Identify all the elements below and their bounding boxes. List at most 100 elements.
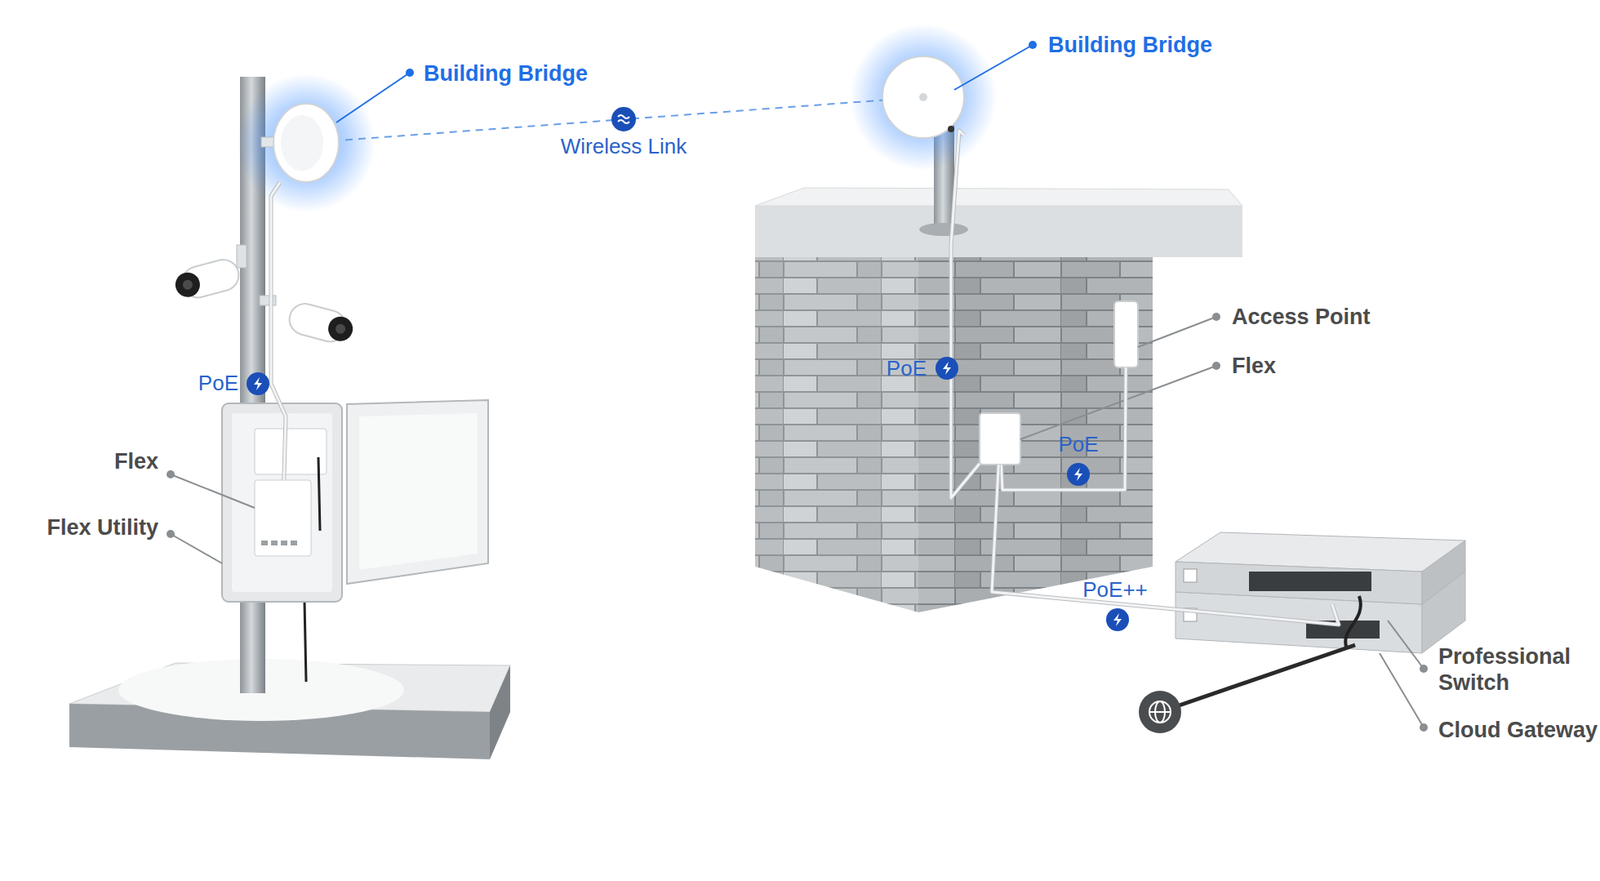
roof-top xyxy=(755,187,1243,206)
power-icon xyxy=(1106,608,1129,632)
icon-circle xyxy=(246,372,270,396)
leader-line xyxy=(336,72,410,123)
device-label: Building Bridge xyxy=(423,60,588,87)
device-label: Access Point xyxy=(1231,303,1371,330)
access-point: Access Point xyxy=(1114,301,1138,368)
bridge-dish xyxy=(882,56,965,138)
leader-line xyxy=(170,533,223,564)
ground-wire xyxy=(304,601,307,682)
internet-globe xyxy=(1138,690,1182,734)
poe-cable xyxy=(1001,367,1127,490)
cable-outline xyxy=(1001,367,1127,490)
connector-label: Wireless Link xyxy=(560,133,688,160)
leader-line xyxy=(1379,653,1424,728)
poe-cable xyxy=(991,464,1339,625)
leader-line xyxy=(954,44,1033,90)
globe-equator xyxy=(1149,711,1171,713)
bridge-dish-face xyxy=(280,115,324,171)
device-label: Flex xyxy=(1231,352,1276,379)
bridge-glow xyxy=(849,23,997,171)
camera-body xyxy=(171,256,242,303)
cloud-gateway: Cloud Gateway xyxy=(1175,605,1466,654)
leader-dot xyxy=(1419,664,1428,673)
camera-body xyxy=(285,300,356,347)
leader-line xyxy=(170,474,255,508)
flex-device xyxy=(254,480,312,556)
flex-switch: Flex xyxy=(254,480,312,556)
camera-lens xyxy=(173,269,204,300)
bridge-dish xyxy=(273,103,339,183)
pole-hole xyxy=(947,125,955,133)
leader-line xyxy=(1020,365,1217,440)
camera-lens xyxy=(325,313,356,344)
power-icon xyxy=(246,372,270,396)
leader-dot xyxy=(405,68,414,77)
connector-label: PoE xyxy=(198,370,239,396)
icon-circle xyxy=(611,106,636,132)
leader-line xyxy=(1387,620,1424,669)
switch-ports xyxy=(1248,571,1372,592)
enclosure-door-inner xyxy=(359,413,478,570)
port xyxy=(271,540,278,546)
flex-switch: Flex xyxy=(979,413,1021,465)
poe-cable xyxy=(951,130,980,498)
port xyxy=(290,540,298,546)
wall-left xyxy=(755,257,919,613)
leader-dot xyxy=(1212,361,1221,370)
camera-bracket xyxy=(236,244,247,268)
cable-outline xyxy=(951,130,980,498)
icon-bolt xyxy=(1113,613,1122,627)
device-label: Professional Switch xyxy=(1438,643,1600,697)
port xyxy=(261,540,268,546)
icon-waves xyxy=(617,115,630,124)
icon-bolt xyxy=(253,377,263,391)
cable-outline xyxy=(991,464,1339,625)
power-icon xyxy=(935,356,959,380)
poe-cable xyxy=(271,182,286,480)
switch-display xyxy=(1183,568,1197,583)
globe-circle xyxy=(1138,690,1182,734)
device-label: Flex xyxy=(114,448,159,475)
camera-lens-inner xyxy=(334,322,347,335)
leader-dot xyxy=(1028,40,1037,49)
power-wire xyxy=(318,457,320,531)
connector-label: PoE++ xyxy=(1082,577,1148,603)
bridge-glow xyxy=(236,73,376,213)
wall-right xyxy=(918,257,1153,613)
device-label: Cloud Gateway xyxy=(1438,716,1598,743)
camera xyxy=(259,295,357,347)
leader-dot xyxy=(166,470,175,479)
leader-line xyxy=(1137,316,1217,347)
globe-outline xyxy=(1149,701,1171,723)
icon-circle xyxy=(1106,608,1129,632)
ground-slab xyxy=(69,658,511,760)
switch-side xyxy=(1422,540,1466,605)
internet-cable xyxy=(1160,644,1356,712)
camera-lens-inner xyxy=(182,278,195,291)
connector-label: PoE xyxy=(886,355,927,382)
bridge-device: Building Bridge xyxy=(882,56,965,138)
roof-front xyxy=(755,205,1243,258)
leader-dot xyxy=(166,529,175,538)
connector-label: PoE xyxy=(1057,431,1098,458)
power-icon xyxy=(1066,462,1090,486)
camera-bracket xyxy=(259,295,276,306)
power-unit xyxy=(254,428,327,475)
bridge-device: Building Bridge xyxy=(266,103,346,183)
utility-enclosure xyxy=(222,400,489,602)
enclosure-door xyxy=(346,400,489,584)
enclosure-inside xyxy=(231,413,333,592)
port xyxy=(280,540,288,546)
network-switch: Professional Switch xyxy=(1175,532,1466,605)
icon-circle xyxy=(935,356,959,380)
utility-enclosure: Flex UtilityFlex xyxy=(222,403,343,602)
patch-cable xyxy=(1345,595,1361,649)
flex-device xyxy=(979,413,1021,465)
access-point-device xyxy=(1114,301,1138,368)
wireless-icon xyxy=(611,106,636,132)
building xyxy=(755,71,1243,613)
icon-bolt xyxy=(942,361,952,375)
